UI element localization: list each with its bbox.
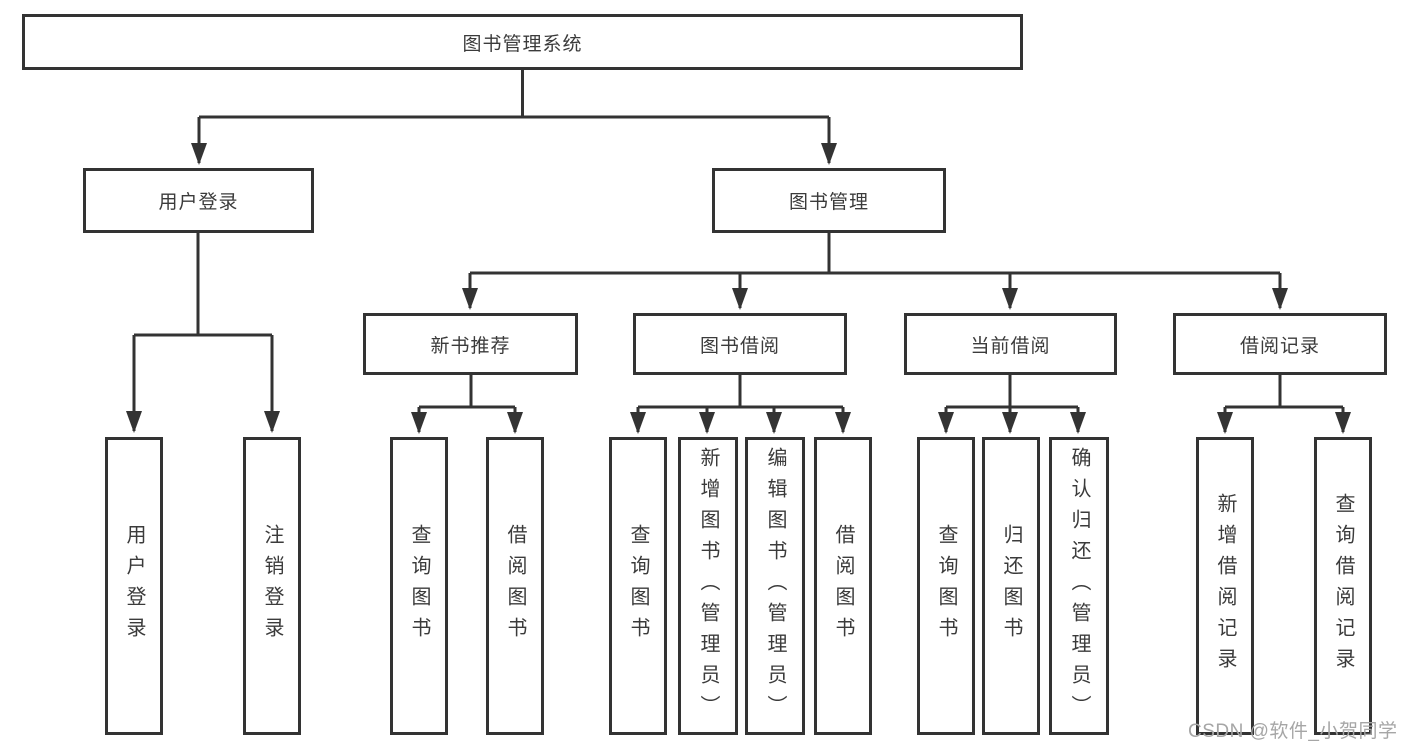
leaf-bb-edit-books-admin: 编辑图书（管理员） xyxy=(745,437,805,735)
csdn-watermark: CSDN @软件_小贺同学 xyxy=(1188,721,1398,742)
node-new-book-recommend-label: 新书推荐 xyxy=(430,335,511,357)
node-borrowing-records-label: 借阅记录 xyxy=(1239,335,1320,357)
leaf-cb-return-books: 归还图书 xyxy=(982,437,1040,735)
node-borrowing-records: 借阅记录 xyxy=(1173,313,1387,375)
node-root-label: 图书管理系统 xyxy=(462,33,583,55)
leaf-rec-query-books-label: 查询图书 xyxy=(408,524,430,648)
leaf-user-login: 用户登录 xyxy=(105,437,163,735)
node-book-borrowing-label: 图书借阅 xyxy=(699,335,780,357)
node-current-borrowing: 当前借阅 xyxy=(904,313,1117,375)
leaf-bb-add-books-admin: 新增图书（管理员） xyxy=(678,437,738,735)
leaf-logout-label: 注销登录 xyxy=(261,524,283,648)
leaf-bb-borrow-books: 借阅图书 xyxy=(814,437,872,735)
leaf-br-add-record: 新增借阅记录 xyxy=(1196,437,1254,735)
node-root-system: 图书管理系统 xyxy=(22,14,1023,70)
leaf-rec-borrow-books-label: 借阅图书 xyxy=(504,524,526,648)
leaf-bb-edit-books-admin-label: 编辑图书（管理员） xyxy=(764,446,786,726)
leaf-rec-query-books: 查询图书 xyxy=(390,437,448,735)
leaf-bb-query-books-label: 查询图书 xyxy=(627,524,649,648)
leaf-cb-query-books-label: 查询图书 xyxy=(935,524,957,648)
leaf-cb-query-books: 查询图书 xyxy=(917,437,975,735)
node-user-login-label: 用户登录 xyxy=(158,192,239,213)
leaf-cb-return-books-label: 归还图书 xyxy=(1000,524,1022,648)
node-current-borrowing-label: 当前借阅 xyxy=(970,335,1051,357)
node-book-management-label: 图书管理 xyxy=(788,192,869,213)
leaf-bb-query-books: 查询图书 xyxy=(609,437,667,735)
leaf-cb-confirm-return-admin-label: 确认归还（管理员） xyxy=(1068,446,1090,726)
node-new-book-recommend: 新书推荐 xyxy=(363,313,578,375)
node-book-management: 图书管理 xyxy=(712,168,946,233)
leaf-user-login-label: 用户登录 xyxy=(123,524,145,648)
leaf-rec-borrow-books: 借阅图书 xyxy=(486,437,544,735)
leaf-br-add-record-label: 新增借阅记录 xyxy=(1214,493,1236,679)
node-book-borrowing: 图书借阅 xyxy=(633,313,847,375)
leaf-br-query-record: 查询借阅记录 xyxy=(1314,437,1372,735)
leaf-bb-borrow-books-label: 借阅图书 xyxy=(832,524,854,648)
node-user-login: 用户登录 xyxy=(83,168,314,233)
leaf-cb-confirm-return-admin: 确认归还（管理员） xyxy=(1049,437,1109,735)
leaf-br-query-record-label: 查询借阅记录 xyxy=(1332,493,1354,679)
leaf-logout: 注销登录 xyxy=(243,437,301,735)
leaf-bb-add-books-admin-label: 新增图书（管理员） xyxy=(697,446,719,726)
